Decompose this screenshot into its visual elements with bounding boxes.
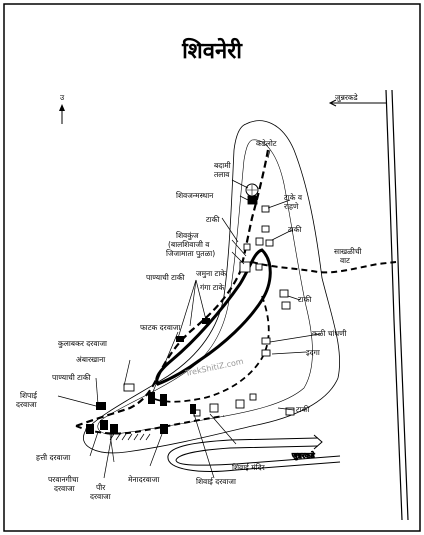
label-shipai-l2: दरवाजा	[16, 400, 38, 409]
label-shivkunj-l2: (बालशिवाजी व	[168, 240, 210, 249]
right-cliff	[385, 89, 409, 521]
north-label: उ	[60, 93, 65, 102]
label-ambarkhana: अंबारखाना	[76, 355, 106, 364]
label-tanki-4: टाकी	[296, 405, 310, 414]
label-shipai-l1: शिपाई	[20, 391, 38, 400]
lower-trail	[75, 415, 225, 435]
road-top: जुन्नरकडे	[328, 93, 386, 107]
gate-icons	[86, 318, 210, 434]
label-badami-line2: तलाव	[214, 170, 230, 179]
label-panyachi-taki-2: पाण्याची टाकी	[52, 373, 92, 382]
outer-contour	[83, 120, 341, 454]
label-jamuna-tank: जमुना टाके	[196, 269, 226, 279]
label-paraganyacha-darwaja: परवानगीचा दरवाजा	[48, 475, 81, 493]
label-sakhali-wat: साखळीची वाट	[334, 247, 364, 265]
road-bottom-label: जुन्नरकडे	[292, 451, 316, 461]
label-paraganya-l2: दरवाजा	[54, 484, 76, 493]
label-tanki-3: टाकी	[298, 295, 312, 304]
label-kali-chandni: कळी चांधणी	[312, 329, 348, 338]
label-shivkunj-l1: शिवकुंज	[176, 231, 199, 241]
label-phatak-darwaja: फाटक दरवाजा	[140, 323, 181, 332]
label-taki-rahane-l2: राहणे	[284, 202, 299, 211]
map-frame	[3, 3, 421, 532]
label-shivai-mandir: शिवाई मंदिर	[232, 463, 266, 472]
cliff-hatch	[109, 433, 151, 441]
road-top-label: जुन्नरकडे	[335, 93, 359, 103]
main-trail	[75, 149, 270, 428]
label-taki-rahane: टाके व राहणे	[284, 193, 304, 211]
pond-hatch	[247, 185, 257, 195]
label-pir-darwaja: पीर दरवाजा	[90, 483, 112, 501]
label-hathi-darwaja: हत्ती दरवाजा	[36, 453, 71, 462]
label-shipai-darwaja: शिपाई दरवाजा	[16, 391, 39, 409]
label-panyachi-taki-1: पाण्याची टाकी	[146, 273, 186, 282]
label-shivjanmasthan: शिवजन्मस्थान	[176, 191, 214, 200]
label-pir-l1: पीर	[96, 483, 106, 492]
label-pir-l2: दरवाजा	[90, 492, 112, 501]
label-idgah: इदगा	[306, 348, 321, 357]
label-mena-darwaja: मेनादरवाजा	[128, 475, 160, 484]
north-arrow-icon: उ	[59, 93, 65, 124]
inner-trail	[151, 295, 270, 403]
label-tanki-2: टाकी	[288, 225, 302, 234]
label-shivkunj: शिवकुंज (बालशिवाजी व जिजामाता पुतळा)	[166, 231, 215, 259]
road-bottom: जुन्नरकडे	[167, 434, 341, 472]
structures	[123, 195, 295, 417]
label-paraganya-l1: परवानगीचा	[48, 475, 80, 484]
label-taki-rahane-l1: टाके व	[284, 193, 303, 202]
label-ganga-tank: गंगा टाके	[200, 283, 224, 292]
label-badami-line1: बदामी	[214, 161, 232, 170]
inner-fort-wall	[155, 248, 272, 386]
map-title: शिवनेरी	[181, 37, 243, 64]
label-sakhali-l1: साखळीची	[334, 247, 363, 256]
label-kadelot: कडेलोट	[256, 139, 277, 148]
label-shivkunj-l3: जिजामाता पुतळा)	[166, 249, 215, 259]
label-kulabkar-darwaja: कुलाबकर दरवाजा	[58, 339, 108, 349]
watermark: TrekShitiZ.com	[184, 357, 245, 378]
label-badami-talav: बदामी तलाव	[214, 161, 233, 179]
label-shivai-darwaja: शिवाई दरवाजा	[196, 477, 237, 486]
label-sakhali-l2: वाट	[340, 256, 350, 265]
sakhali-trail	[251, 261, 397, 274]
label-tanki-1: टाकी	[206, 215, 220, 224]
leader-lines	[57, 149, 321, 479]
place-labels: कडेलोट बदामी तलाव शिवजन्मस्थान टाकी टाके…	[16, 139, 364, 501]
